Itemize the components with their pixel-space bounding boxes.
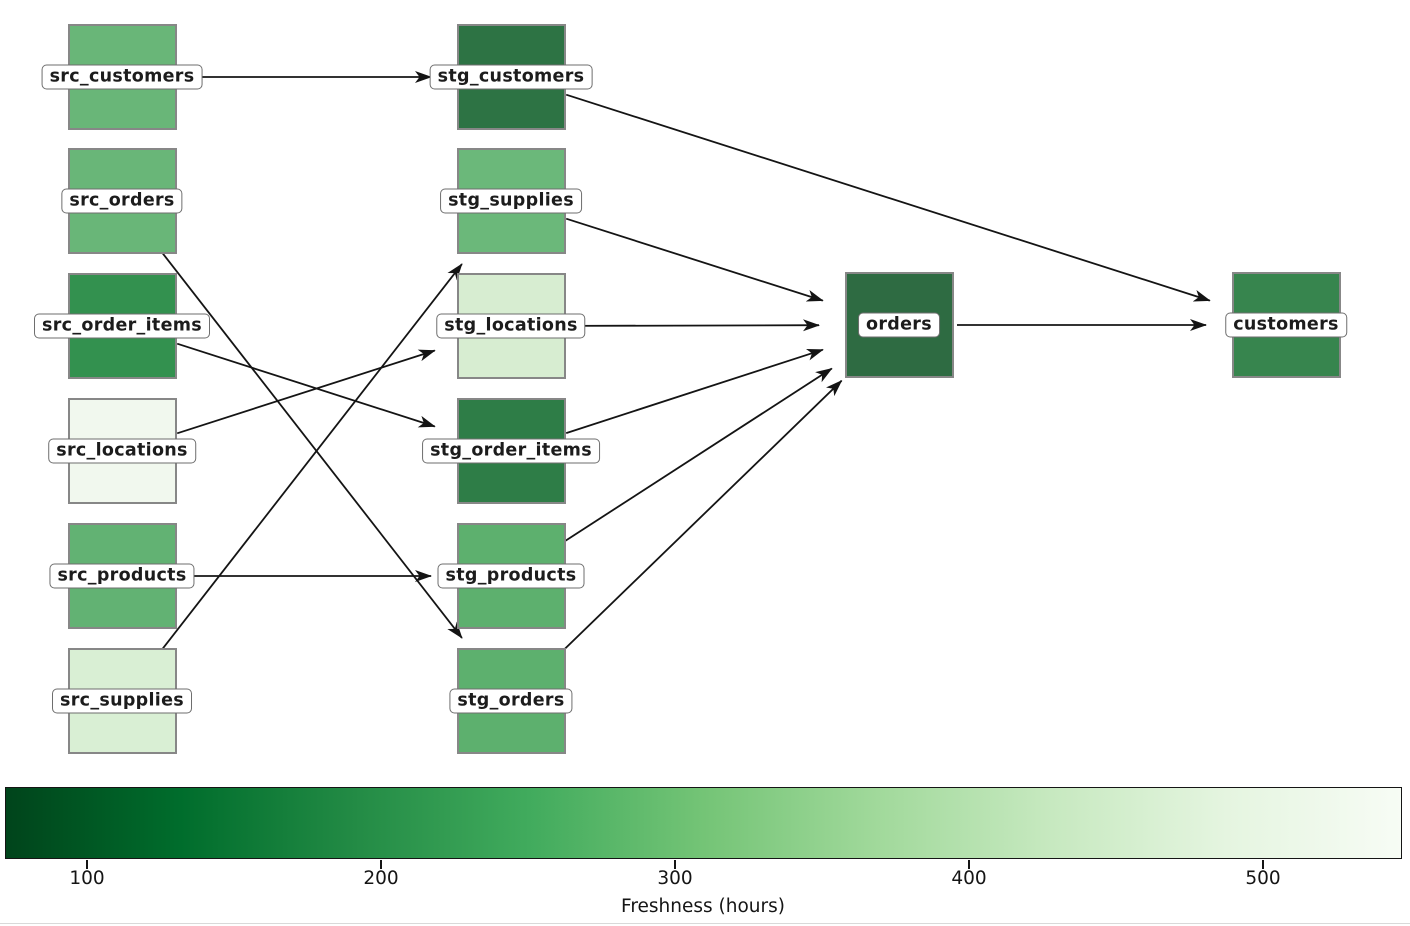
node-label-src_supplies[interactable]: src_supplies <box>52 688 192 714</box>
node-label-stg_order_items[interactable]: stg_order_items <box>422 438 600 464</box>
colorbar-tick-100 <box>86 860 88 869</box>
node-label-stg_supplies[interactable]: stg_supplies <box>440 188 582 214</box>
colorbar-tick-label-200: 200 <box>363 868 399 889</box>
node-label-customers[interactable]: customers <box>1225 312 1347 338</box>
edges-group <box>156 71 1211 662</box>
edge-src_order_items-to-stg_order_items <box>176 342 436 428</box>
node-label-stg_customers[interactable]: stg_customers <box>429 64 593 90</box>
colorbar-tick-label-100: 100 <box>69 868 105 889</box>
edge-src_supplies-to-stg_supplies <box>156 263 463 656</box>
freshness-colorbar <box>5 787 1402 859</box>
colorbar-tick-label-300: 300 <box>657 868 693 889</box>
edge-stg_order_items-to-orders <box>565 348 824 434</box>
edge-src_orders-to-stg_orders <box>156 246 463 639</box>
colorbar-tick-400 <box>968 860 970 869</box>
edge-stg_locations-to-orders <box>568 319 820 332</box>
node-label-src_orders[interactable]: src_orders <box>61 188 183 214</box>
edge-stg_orders-to-orders <box>552 380 843 662</box>
figure-bottom-edge <box>0 923 1410 924</box>
node-label-src_products[interactable]: src_products <box>49 563 195 589</box>
node-label-src_order_items[interactable]: src_order_items <box>34 313 210 339</box>
edge-stg_supplies-to-orders <box>565 217 824 302</box>
edge-stg_customers-to-customers <box>565 93 1211 302</box>
node-label-orders[interactable]: orders <box>858 312 940 338</box>
colorbar-tick-label-500: 500 <box>1245 868 1281 889</box>
node-label-src_locations[interactable]: src_locations <box>48 438 196 464</box>
colorbar-tick-label-400: 400 <box>951 868 987 889</box>
colorbar-tick-500 <box>1262 860 1264 869</box>
node-label-stg_locations[interactable]: stg_locations <box>436 313 586 339</box>
node-label-stg_products[interactable]: stg_products <box>437 563 585 589</box>
colorbar-tick-200 <box>380 860 382 869</box>
colorbar-tick-300 <box>674 860 676 869</box>
edge-src_locations-to-stg_locations <box>176 349 436 435</box>
node-label-stg_orders[interactable]: stg_orders <box>449 688 573 714</box>
colorbar-axis-label: Freshness (hours) <box>621 896 785 917</box>
node-label-src_customers[interactable]: src_customers <box>41 64 203 90</box>
edge-stg_products-to-orders <box>559 367 833 546</box>
